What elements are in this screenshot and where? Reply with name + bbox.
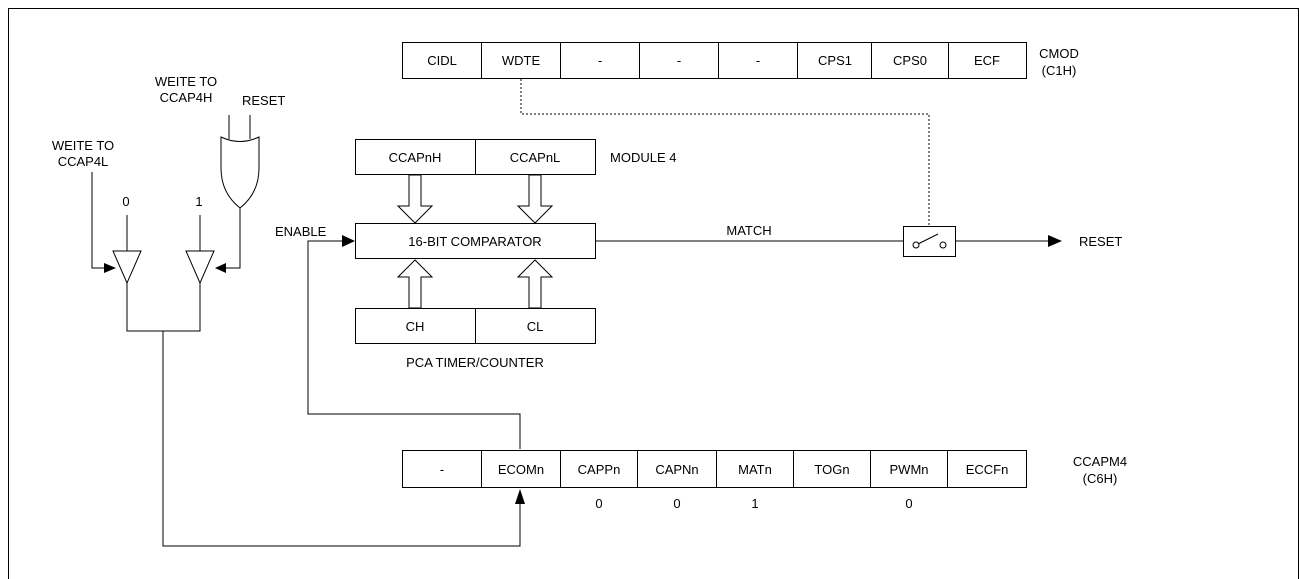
write-ccap4h-label: CCAP4H	[160, 90, 213, 105]
module-label: MODULE 4	[610, 150, 676, 165]
ch-label: CH	[406, 319, 425, 334]
enable-arrowhead	[342, 235, 355, 247]
ccapm-bit-label: ECOMn	[498, 462, 544, 477]
buffer-1-value: 1	[195, 194, 202, 209]
reset-input-label: RESET	[242, 93, 285, 108]
ccapm-bit-label: -	[440, 462, 444, 477]
cmod-register-name: CMOD	[1039, 46, 1079, 61]
or-gate	[220, 136, 260, 209]
write-ccap4l-label: CCAP4L	[58, 154, 109, 169]
cl-box	[475, 308, 596, 344]
module-capture-registers: CCAPnH CCAPnL MODULE 4	[355, 139, 676, 175]
ccap4l-write-line	[91, 172, 104, 269]
ccapm-cell-2	[560, 450, 638, 488]
cl-to-comparator-arrow	[516, 259, 554, 309]
buffer-0	[112, 250, 142, 285]
ccapnl-label: CCAPnL	[510, 150, 561, 165]
timer-label: PCA TIMER/COUNTER	[406, 355, 544, 370]
wdte-control-line	[520, 79, 930, 226]
buffer-1	[185, 250, 215, 285]
cmod-cell-1	[481, 42, 561, 79]
ccapnh-label: CCAPnH	[389, 150, 442, 165]
ccapm-bit-label: MATn	[738, 462, 772, 477]
ccapm-bit-label: TOGn	[814, 462, 849, 477]
cmod-cell-7	[948, 42, 1027, 79]
ccapnh-to-comparator-arrow	[396, 174, 434, 224]
cmod-cell-5	[797, 42, 872, 79]
reset-output-label: RESET	[1079, 234, 1122, 249]
ecom-enable-line	[307, 240, 521, 449]
reset-output-arrowhead	[1048, 235, 1062, 247]
write-ccap4l-label: WEITE TO	[52, 138, 114, 153]
ccapm-bit-label: CAPNn	[655, 462, 698, 477]
wdt-reset-switch	[903, 226, 956, 257]
cmod-bit-label: CPS1	[818, 53, 852, 68]
ccapm-bit-value: 0	[595, 496, 602, 511]
ch-to-comparator-arrow	[396, 259, 434, 309]
ccapnl-to-comparator-arrow	[516, 174, 554, 224]
cmod-bit-label: CPS0	[893, 53, 927, 68]
cmod-bit-label: -	[677, 53, 681, 68]
ccapm-bit-value: 0	[905, 496, 912, 511]
cmod-register-address: (C1H)	[1042, 63, 1077, 78]
ccapm-register-address: (C6H)	[1083, 471, 1118, 486]
ecom-set-arrowhead	[515, 489, 525, 504]
cmod-cell-2	[560, 42, 640, 79]
write-ccap4h-label: WEITE TO	[155, 74, 217, 89]
ccapnh-box	[355, 139, 476, 175]
ccapm-bit-label: ECCFn	[966, 462, 1009, 477]
ccapm4-register: - ECOMn CAPPn CAPNn MATn TOGn PWMn ECCFn…	[402, 450, 1127, 511]
buffer-0-value: 0	[122, 194, 129, 209]
ccapm-bit-label: PWMn	[890, 462, 929, 477]
ccap4l-write-arrowhead	[104, 263, 116, 273]
enable-label: ENABLE	[275, 224, 327, 239]
match-label: MATCH	[726, 223, 771, 238]
cmod-bit-label: -	[598, 53, 602, 68]
ccapm-cell-7	[947, 450, 1027, 488]
cmod-bit-label: ECF	[974, 53, 1000, 68]
ecom-set-line	[162, 331, 521, 547]
or-output-arrowhead	[215, 263, 226, 273]
ccapm-register-name: CCAPM4	[1073, 454, 1127, 469]
cmod-bit-label: WDTE	[502, 53, 541, 68]
ccapm-bit-value: 0	[673, 496, 680, 511]
ccapm-cell-6	[870, 450, 948, 488]
pca-timer-registers: CH CL PCA TIMER/COUNTER	[355, 308, 596, 370]
comparator-label: 16-BIT COMPARATOR	[408, 234, 541, 249]
ccapm-bit-value: 1	[751, 496, 758, 511]
comparator-box	[355, 223, 596, 259]
ch-box	[355, 308, 476, 344]
ccapm-cell-3	[637, 450, 717, 488]
buffer-join-line	[126, 283, 201, 332]
ccapm-bit-label: CAPPn	[578, 462, 621, 477]
cl-label: CL	[527, 319, 544, 334]
cmod-bit-label: -	[756, 53, 760, 68]
or-output-line	[226, 208, 241, 269]
cmod-register: CIDL WDTE - - - CPS1 CPS0 ECF CMOD (C1H)	[402, 42, 1079, 79]
cmod-bit-label: CIDL	[427, 53, 457, 68]
